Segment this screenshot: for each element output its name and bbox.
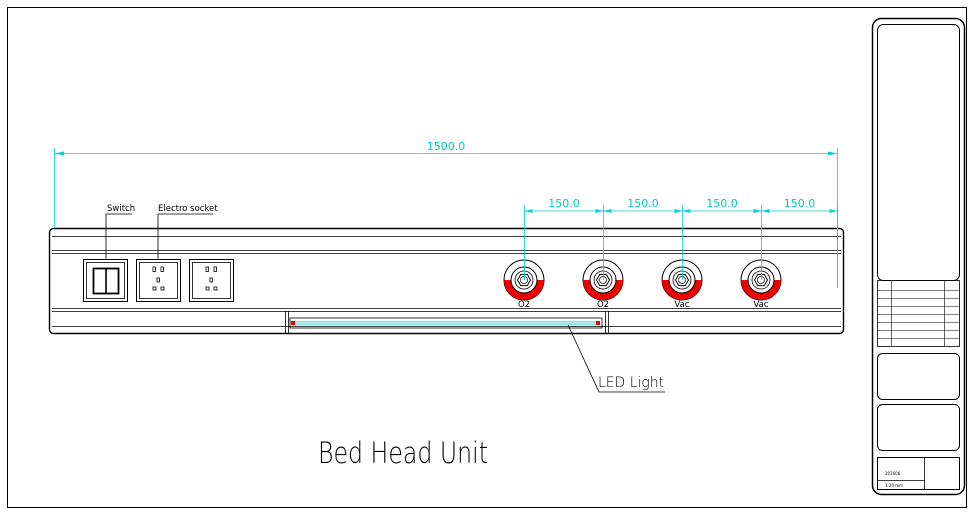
dimension-arrow bbox=[753, 209, 762, 213]
led-light-leader bbox=[567, 324, 665, 393]
dimension-arrow bbox=[595, 209, 604, 213]
drawing-title: Bed Head Unit bbox=[318, 436, 488, 470]
spacing-dimension-label: 150.0 bbox=[548, 197, 580, 210]
dimension-arrow bbox=[524, 209, 533, 213]
electro-socket-2 bbox=[189, 259, 234, 302]
gas-outlet-label: O2 bbox=[518, 300, 530, 310]
led-light-tube bbox=[289, 317, 603, 329]
gas-outlet-2: O2 bbox=[582, 259, 624, 310]
title-block-line1: 201606 bbox=[885, 471, 901, 476]
gas-outlet-label: O2 bbox=[597, 300, 609, 310]
gas-outlet-3: Vac bbox=[661, 259, 703, 310]
unit-body bbox=[48, 227, 845, 335]
overall-dimension-label: 1500.0 bbox=[427, 140, 466, 153]
dimension-arrow bbox=[674, 209, 683, 213]
dimension-arrow bbox=[761, 209, 770, 213]
switch-label: Switch bbox=[107, 204, 135, 214]
dimension-arrow bbox=[603, 209, 612, 213]
overall-dimension bbox=[54, 148, 838, 288]
dimension-arrow bbox=[682, 209, 691, 213]
electro-socket-1 bbox=[136, 259, 181, 302]
drawing-frame bbox=[7, 7, 967, 508]
dimension-arrow bbox=[829, 209, 838, 213]
electro-socket-label: Electro socket bbox=[158, 204, 218, 214]
spacing-dimension-label: 150.0 bbox=[627, 197, 659, 210]
gas-outlet-1: O2 bbox=[503, 259, 545, 310]
title-block-line2: 1:20 mm bbox=[885, 483, 903, 488]
gas-outlets: O2 O2 Vac Vac bbox=[503, 259, 782, 310]
title-block bbox=[871, 17, 966, 496]
switch-leader bbox=[105, 213, 132, 260]
spacing-dimension-label: 150.0 bbox=[706, 197, 738, 210]
gas-outlet-label: Vac bbox=[753, 300, 768, 310]
led-light-label: LED Light bbox=[598, 375, 664, 391]
switch bbox=[83, 259, 128, 302]
spacing-dimension-label: 150.0 bbox=[784, 197, 816, 210]
spacing-dimensions: 150.0 150.0 150.0 150.0 bbox=[524, 197, 838, 288]
gas-outlet-label: Vac bbox=[674, 300, 689, 310]
electro-socket-leader bbox=[157, 213, 213, 260]
gas-outlet-4: Vac bbox=[740, 259, 782, 310]
